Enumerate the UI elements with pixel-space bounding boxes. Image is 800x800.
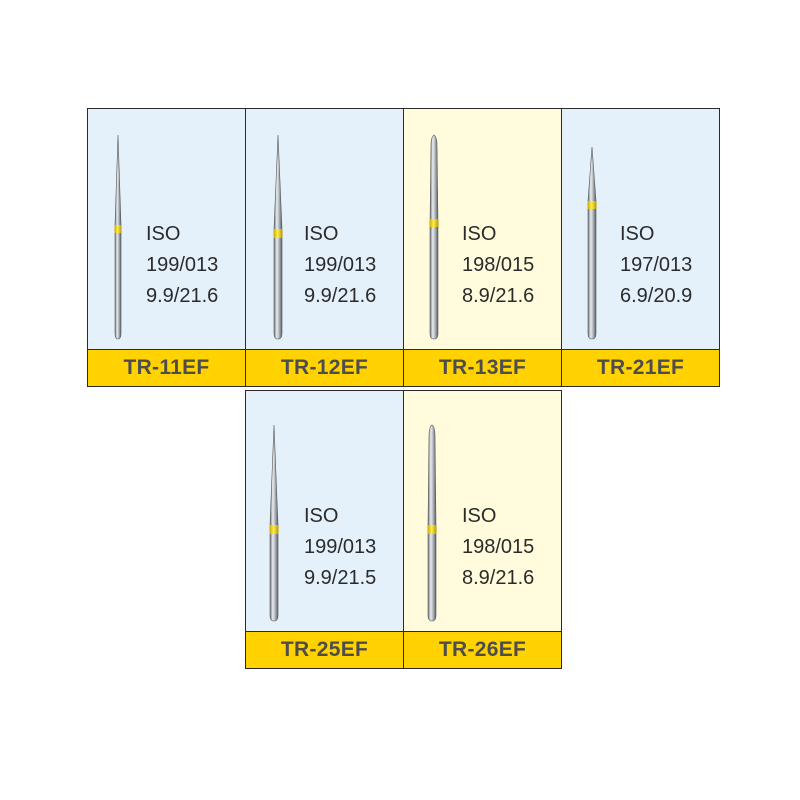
iso-label: ISO — [304, 505, 339, 527]
product-card-tr-26ef: ISO 198/015 8.9/21.6 TR-26EF — [403, 390, 562, 669]
product-code: TR-21EF — [596, 356, 685, 379]
product-code-bar: TR-13EF — [404, 349, 561, 386]
iso-number: 199/013 — [304, 536, 377, 558]
bur-drill-image — [424, 133, 444, 341]
product-code-bar: TR-26EF — [404, 631, 561, 668]
bur-drill-image — [108, 133, 128, 341]
spec-text: ISO 199/013 9.9/21.5 — [304, 501, 376, 594]
bur-drill-image — [422, 415, 442, 623]
iso-label: ISO — [146, 223, 181, 245]
product-code-bar: TR-25EF — [246, 631, 403, 668]
product-card-tr-12ef: ISO 199/013 9.9/21.6 TR-12EF — [245, 108, 404, 387]
dimensions: 6.9/20.9 — [620, 285, 693, 307]
dimensions: 9.9/21.6 — [304, 285, 377, 307]
bur-drill-image — [266, 133, 286, 341]
product-card-tr-25ef: ISO 199/013 9.9/21.5 TR-25EF — [245, 390, 404, 669]
iso-number: 199/013 — [304, 254, 377, 276]
iso-number: 198/015 — [462, 254, 535, 276]
iso-number: 199/013 — [146, 254, 219, 276]
spec-text: ISO 199/013 9.9/21.6 — [304, 219, 376, 312]
dimensions: 9.9/21.6 — [146, 285, 219, 307]
product-panel — [246, 109, 403, 349]
product-card-tr-13ef: ISO 198/015 8.9/21.6 TR-13EF — [403, 108, 562, 387]
spec-text: ISO 199/013 9.9/21.6 — [146, 219, 218, 312]
dimensions: 9.9/21.5 — [304, 567, 377, 589]
product-code: TR-11EF — [123, 356, 210, 379]
product-code: TR-26EF — [438, 638, 527, 661]
bur-drill-image — [582, 133, 602, 341]
iso-number: 197/013 — [620, 254, 693, 276]
iso-label: ISO — [462, 223, 497, 245]
iso-label: ISO — [462, 505, 497, 527]
spec-text: ISO 197/013 6.9/20.9 — [620, 219, 692, 312]
bur-drill-image — [264, 415, 284, 623]
product-code: TR-25EF — [280, 638, 369, 661]
dimensions: 8.9/21.6 — [462, 285, 535, 307]
product-card-tr-11ef: ISO 199/013 9.9/21.6 TR-11EF — [87, 108, 246, 387]
product-panel — [88, 109, 245, 349]
spec-text: ISO 198/015 8.9/21.6 — [462, 219, 534, 312]
iso-label: ISO — [620, 223, 655, 245]
product-card-tr-21ef: ISO 197/013 6.9/20.9 TR-21EF — [561, 108, 720, 387]
iso-label: ISO — [304, 223, 339, 245]
product-code: TR-12EF — [280, 356, 369, 379]
dimensions: 8.9/21.6 — [462, 567, 535, 589]
product-code-bar: TR-11EF — [88, 349, 245, 386]
spec-text: ISO 198/015 8.9/21.6 — [462, 501, 534, 594]
product-code-bar: TR-21EF — [562, 349, 719, 386]
iso-number: 198/015 — [462, 536, 535, 558]
product-code: TR-13EF — [438, 356, 527, 379]
product-code-bar: TR-12EF — [246, 349, 403, 386]
